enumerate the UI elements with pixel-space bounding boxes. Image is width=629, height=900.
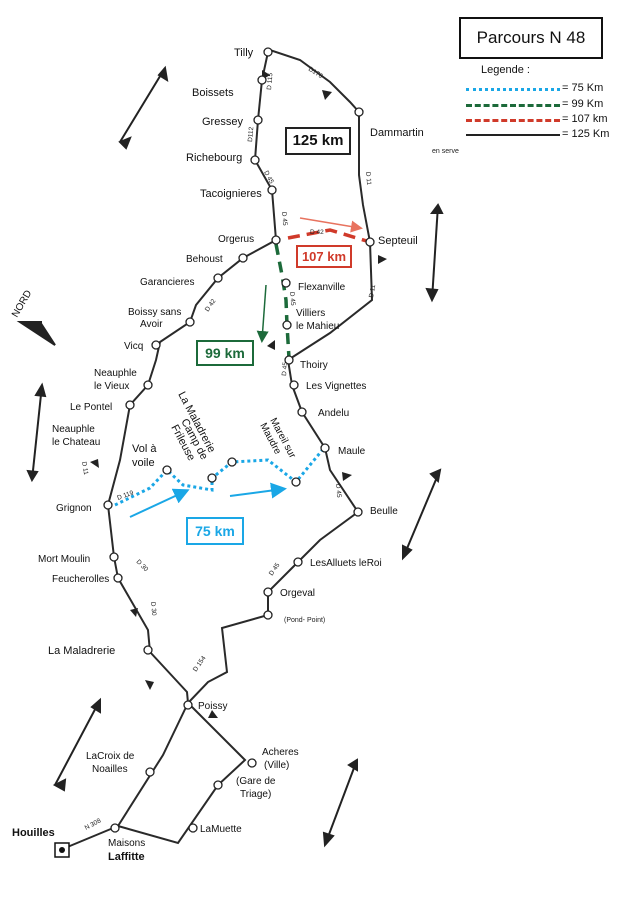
route-99-line	[274, 243, 291, 359]
road-d45-c: D 45	[288, 292, 296, 307]
route-99-arrow	[256, 284, 269, 343]
town-maisons-1: Maisons	[108, 838, 145, 849]
legend-label-125: = 125 Km	[562, 128, 610, 140]
town-mort-moulin: Mort Moulin	[38, 554, 90, 565]
decorative-arrows	[26, 65, 444, 848]
town-pond-point: (Pond- Point)	[284, 617, 325, 624]
legend-swatch-125	[466, 134, 560, 136]
legend-label-99: = 99 Km	[562, 98, 604, 110]
road-d45-b: D 45	[280, 212, 288, 227]
town-grignon: Grignon	[56, 503, 92, 514]
road-d42-b: D 42	[204, 298, 218, 314]
town-septeuil: Septeuil	[378, 235, 418, 247]
road-n308: N 308	[84, 817, 103, 832]
town-beulle: Beulle	[370, 506, 398, 517]
legend-item-99: = 99 Km	[466, 98, 626, 112]
legend-swatch-75	[466, 88, 560, 91]
town-orgerus: Orgerus	[218, 234, 254, 245]
town-markers	[103, 47, 375, 833]
road-d42: D 42	[310, 229, 324, 236]
road-d45-f: D 45	[268, 562, 282, 578]
town-tilly: Tilly	[234, 47, 254, 59]
town-vol-2: voile	[132, 457, 155, 469]
legend-label-75: = 75 Km	[562, 82, 604, 94]
town-vol-1: Vol à	[132, 443, 157, 455]
town-lamuette: LaMuette	[200, 824, 242, 835]
town-lacroix-2: Noailles	[92, 764, 128, 775]
town-dammartin: Dammartin	[370, 127, 424, 139]
road-d119: D 119	[116, 489, 135, 501]
legend-swatch-99	[466, 104, 560, 107]
town-neauphle-chateau-2: le Chateau	[52, 437, 100, 448]
road-d11-a: D 11	[364, 172, 372, 186]
town-dammartin-suffix: en serve	[432, 148, 459, 155]
legend-label-107: = 107 km	[562, 113, 608, 125]
town-les-vignettes: Les Vignettes	[306, 381, 366, 392]
town-maule: Maule	[338, 446, 366, 457]
town-flexanville: Flexanville	[298, 282, 346, 293]
town-orgeval: Orgeval	[280, 588, 315, 599]
town-neauphle-vieux-2: le Vieux	[94, 381, 129, 392]
legend-item-75: = 75 Km	[466, 82, 626, 96]
town-tacoignieres: Tacoignieres	[200, 188, 262, 200]
road-d112: D112	[247, 126, 255, 142]
compass-arrow	[16, 321, 56, 346]
town-villiers-1: Villiers	[296, 308, 325, 319]
road-d30-b: D 30	[149, 602, 157, 617]
town-poissy: Poissy	[198, 701, 227, 712]
road-d11-c: D 11	[80, 461, 89, 476]
town-feucherolles: Feucherolles	[52, 574, 109, 585]
road-d11-b: D 11	[368, 284, 377, 299]
legend-title: Legende :	[481, 64, 530, 76]
town-vicq: Vicq	[124, 341, 143, 352]
town-villiers-2: le Mahieu	[296, 321, 339, 332]
distance-box-75: 75 km	[186, 517, 244, 545]
road-d45-d: D 45	[281, 362, 289, 377]
town-acheres-1: Acheres	[262, 747, 299, 758]
town-boissy-2: Avoir	[140, 319, 163, 330]
road-d30-a: D 30	[135, 558, 150, 573]
distance-box-125: 125 km	[285, 127, 351, 155]
town-behoust: Behoust	[186, 254, 223, 265]
town-gressey: Gressey	[202, 116, 243, 128]
town-gare-2: Triage)	[240, 789, 271, 800]
route-107-line	[287, 228, 371, 244]
route-125-line	[106, 48, 374, 845]
route-75-arrow-2	[229, 482, 287, 499]
town-boissets: Boissets	[192, 87, 234, 99]
legend-item-107: = 107 km	[466, 113, 626, 127]
page-title: Parcours N 48	[459, 17, 603, 59]
town-lacroix-1: LaCroix de	[86, 751, 135, 762]
route-125-spur	[64, 825, 119, 849]
town-neauphle-chateau-1: Neauphle	[52, 424, 95, 435]
road-d154: D 154	[192, 655, 208, 674]
distance-box-99: 99 km	[196, 340, 254, 366]
town-gare-1: (Gare de	[236, 776, 276, 787]
town-andelu: Andelu	[318, 408, 349, 419]
road-d115: D 115	[266, 72, 274, 90]
route-75-line	[114, 447, 326, 507]
direction-markers	[90, 70, 387, 718]
town-neauphle-vieux-1: Neauphle	[94, 368, 137, 379]
route-107-arrow	[299, 217, 363, 233]
town-thoiry: Thoiry	[300, 360, 328, 371]
road-d45-e: D 45	[334, 484, 342, 499]
town-la-maladrerie: La Maladrerie	[48, 645, 115, 657]
town-garancieres: Garancieres	[140, 277, 194, 288]
route-75-arrow-1	[129, 488, 190, 518]
town-boissy-1: Boissy sans	[128, 307, 181, 318]
legend-swatch-107	[466, 119, 560, 122]
start-marker	[54, 842, 70, 858]
town-houilles: Houilles	[12, 827, 55, 839]
legend-item-125: = 125 Km	[466, 128, 626, 142]
town-le-pontel: Le Pontel	[70, 402, 112, 413]
town-acheres-2: (Ville)	[264, 760, 289, 771]
town-maisons-2: Laffitte	[108, 851, 145, 863]
compass-label: NORD	[10, 288, 34, 319]
town-richebourg: Richebourg	[186, 152, 242, 164]
road-d170: D170	[307, 66, 324, 81]
town-les-alluets: LesAlluets leRoi	[310, 558, 382, 569]
distance-box-107: 107 km	[296, 245, 352, 268]
